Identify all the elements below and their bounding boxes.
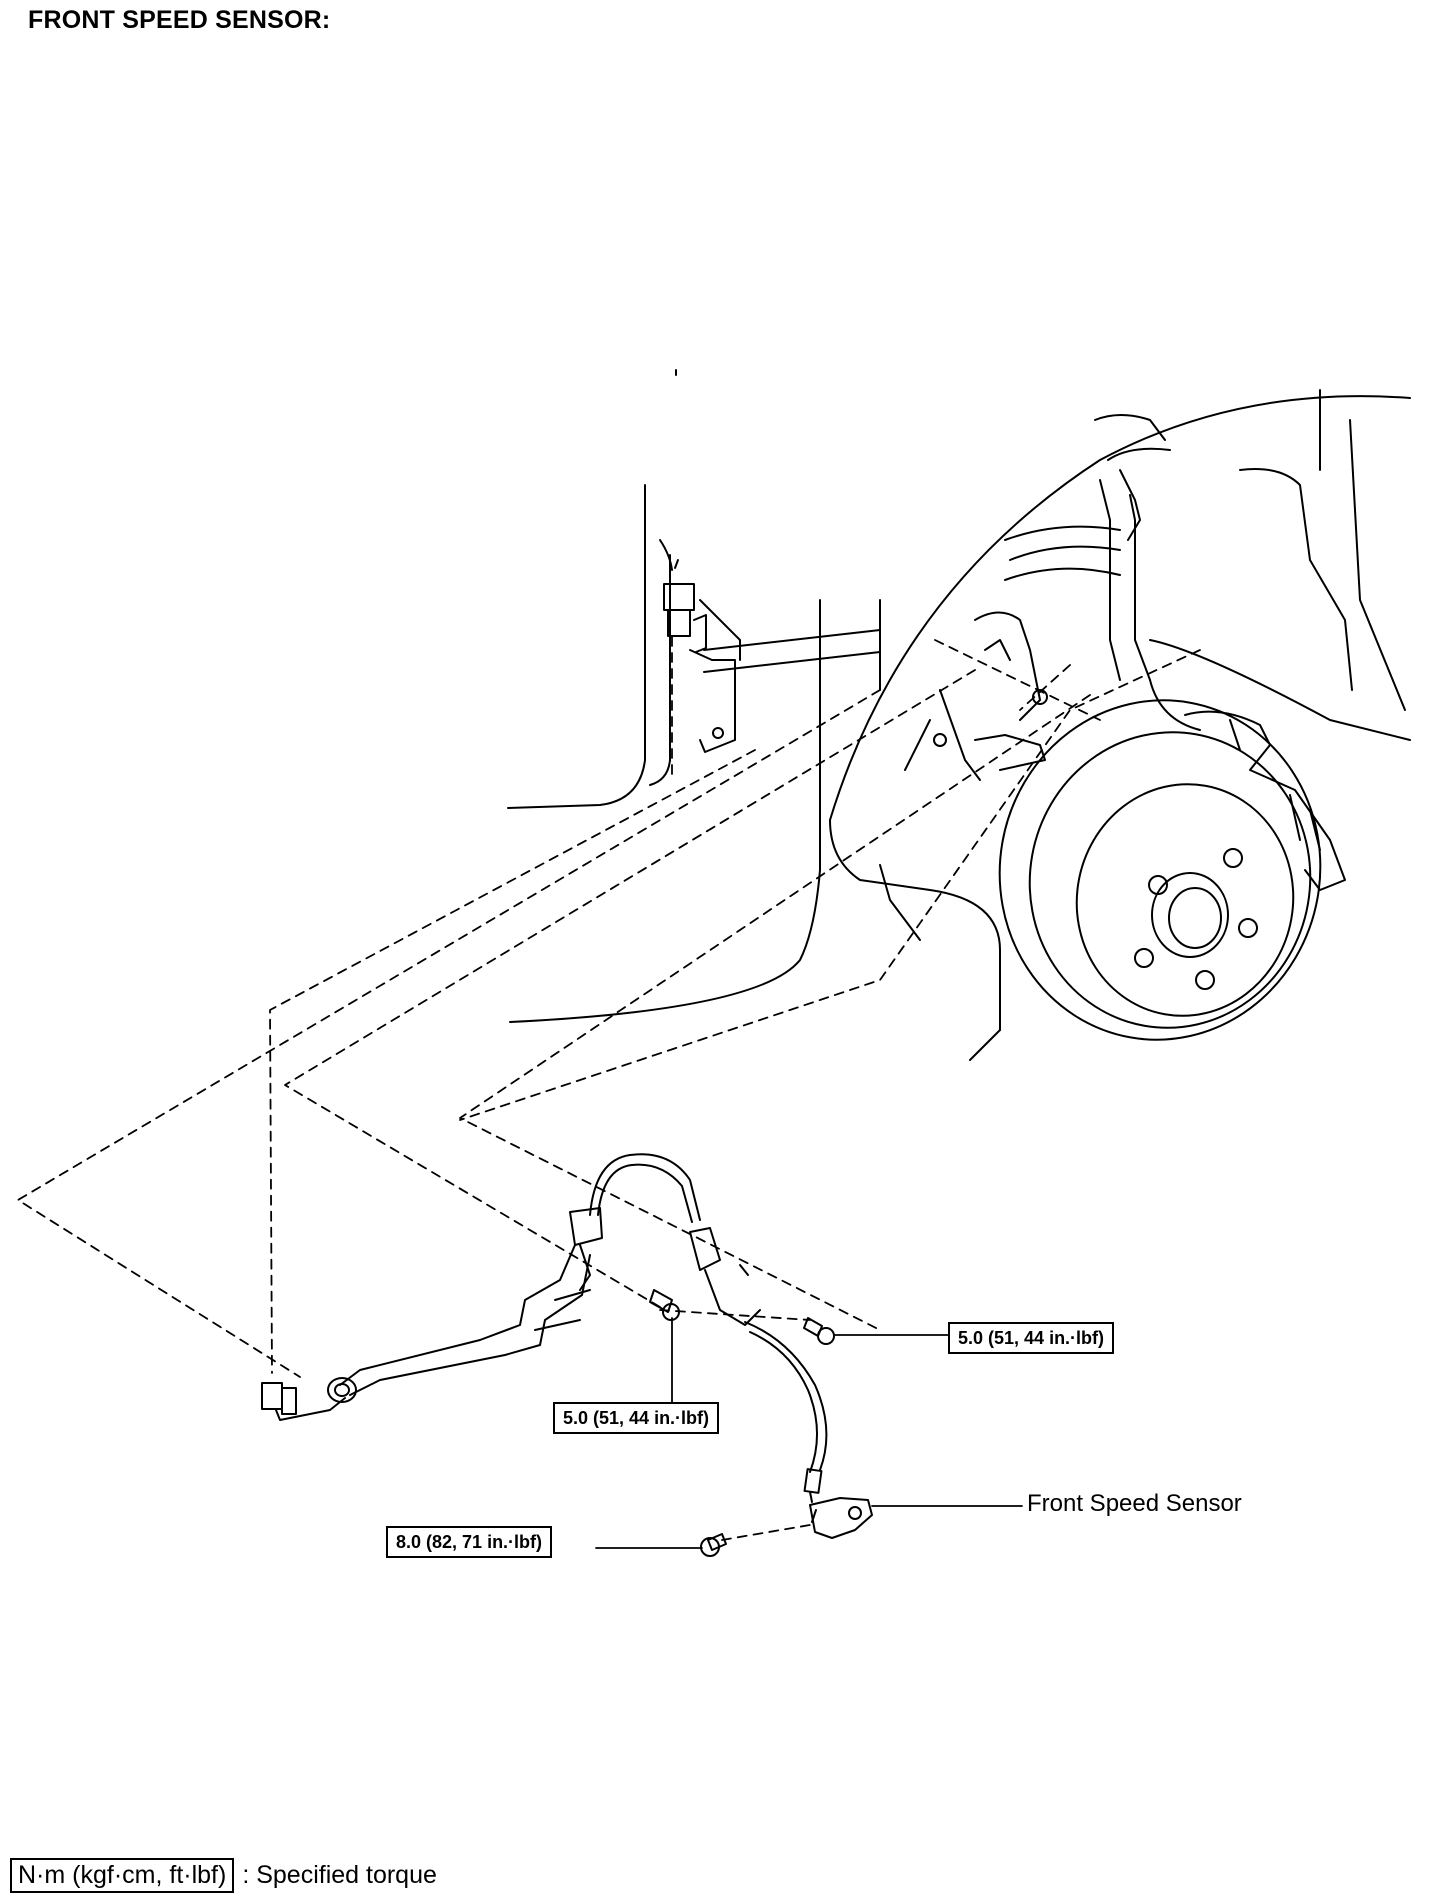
wheel-stud bbox=[1195, 970, 1215, 990]
bolt-icon bbox=[803, 1317, 835, 1345]
torque-callout-upper-bolt: 5.0 (51, 44 in.·lbf) bbox=[948, 1322, 1115, 1354]
wheel-arch-outline bbox=[829, 389, 1411, 1061]
wheel-stud bbox=[1238, 918, 1258, 938]
strut-assembly bbox=[1004, 414, 1201, 731]
torque-callout-sensor-bolt: 8.0 (82, 71 in.·lbf) bbox=[386, 1526, 553, 1558]
bolt-icon bbox=[649, 1289, 680, 1321]
front-speed-sensor bbox=[809, 1497, 873, 1539]
alignment-lines bbox=[17, 636, 1201, 1378]
body-panel-outline bbox=[507, 369, 881, 1023]
legend-units-box: N·m (kgf·cm, ft·lbf) bbox=[10, 1858, 235, 1893]
leader-lines bbox=[595, 1317, 1023, 1549]
brake-caliper bbox=[1184, 710, 1346, 891]
page-title: FRONT SPEED SENSOR: bbox=[28, 6, 331, 34]
body-connector-bracket bbox=[659, 539, 736, 753]
speed-sensor-harness bbox=[261, 1153, 828, 1503]
wheel-stud bbox=[1134, 948, 1154, 968]
front-speed-sensor-label: Front Speed Sensor bbox=[1027, 1490, 1242, 1517]
bolt-icon bbox=[700, 1533, 727, 1557]
steering-knuckle bbox=[904, 611, 1048, 781]
wheel-stud bbox=[1223, 848, 1243, 868]
brake-rotor bbox=[998, 699, 1322, 1041]
wheel-stud bbox=[1148, 875, 1168, 895]
torque-legend: N·m (kgf·cm, ft·lbf) : Specified torque bbox=[10, 1858, 437, 1893]
torque-callout-center-bolt: 5.0 (51, 44 in.·lbf) bbox=[553, 1402, 720, 1434]
legend-description: : Specified torque bbox=[242, 1861, 437, 1889]
